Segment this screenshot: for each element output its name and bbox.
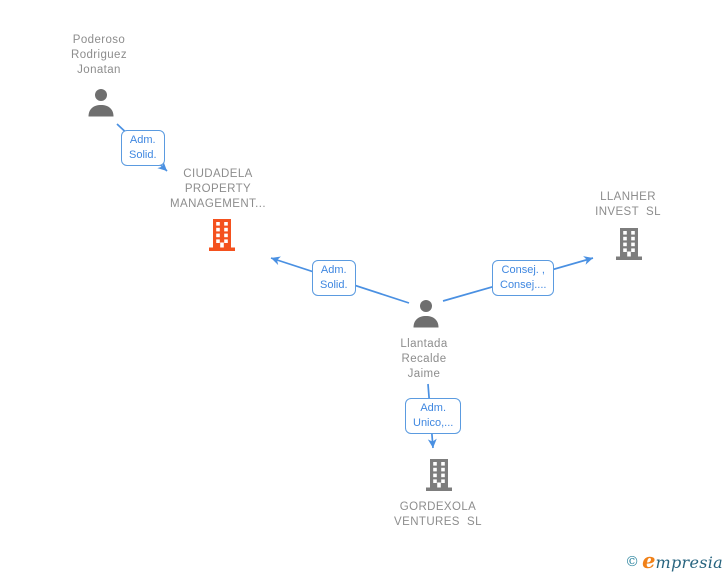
- edge-label-poderoso-ciudadela[interactable]: Adm. Solid.: [121, 130, 165, 166]
- brand-letter-e: e: [642, 548, 656, 573]
- brand-name-rest: mpresia: [655, 553, 723, 572]
- empresia-logo[interactable]: ©empresia: [625, 548, 723, 573]
- node-label-ciudadela: CIUDADELA PROPERTY MANAGEMENT...: [170, 168, 266, 210]
- person-icon: [412, 300, 440, 332]
- building-icon: [208, 219, 236, 255]
- edge-label-llantada-ciudadela[interactable]: Adm. Solid.: [312, 260, 356, 296]
- building-icon: [425, 459, 453, 495]
- node-llanher-invest-sl[interactable]: [615, 228, 643, 260]
- node-label-poderoso: Poderoso Rodriguez Jonatan: [70, 34, 128, 76]
- node-ciudadela-property-management[interactable]: [208, 219, 236, 251]
- node-gordexola-ventures-sl[interactable]: [425, 459, 453, 491]
- node-label-gordexola: GORDEXOLA VENTURES SL: [394, 501, 482, 528]
- copyright-symbol: ©: [625, 554, 640, 570]
- node-llantada-recalde-jaime[interactable]: [412, 300, 440, 328]
- edge-label-llantada-gordexola[interactable]: Adm. Unico,...: [405, 398, 462, 434]
- edge-label-llantada-llanher[interactable]: Consej. , Consej....: [492, 260, 555, 296]
- person-icon: [87, 89, 115, 121]
- node-label-llantada: Llantada Recalde Jaime: [400, 338, 448, 380]
- building-icon: [615, 228, 643, 264]
- node-label-llanher: LLANHER INVEST SL: [595, 191, 661, 218]
- node-poderoso-rodriguez-jonatan[interactable]: [87, 89, 115, 117]
